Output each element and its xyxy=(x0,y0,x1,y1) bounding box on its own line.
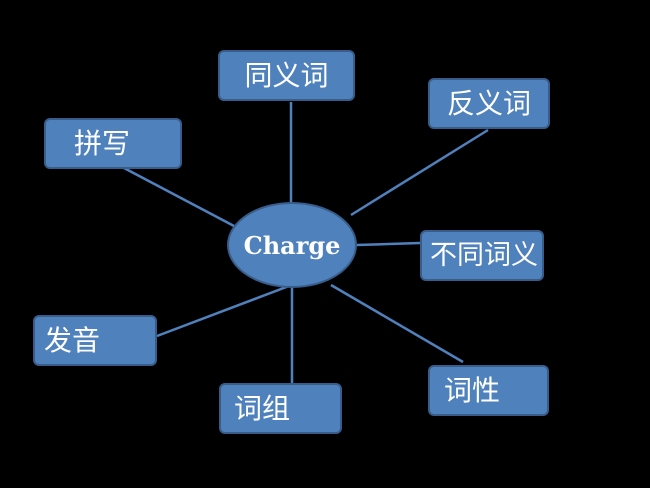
connector-antonym xyxy=(350,128,489,217)
node-spelling[interactable]: 拼写 xyxy=(44,118,182,169)
central-node[interactable]: Charge xyxy=(227,202,357,288)
node-spelling-label: 拼写 xyxy=(74,126,131,160)
node-different-meaning-label: 不同词义 xyxy=(430,240,538,271)
node-synonym-label: 同义词 xyxy=(244,58,329,92)
node-different-meaning[interactable]: 不同词义 xyxy=(420,230,544,281)
central-node-label: Charge xyxy=(243,230,341,260)
node-synonym[interactable]: 同义词 xyxy=(218,50,355,101)
node-part-of-speech-label: 词性 xyxy=(444,373,501,407)
node-part-of-speech[interactable]: 词性 xyxy=(428,365,549,416)
node-phrase[interactable]: 词组 xyxy=(219,383,342,434)
connector-pronunciation xyxy=(156,284,290,338)
node-antonym[interactable]: 反义词 xyxy=(428,78,550,129)
connector-part-of-speech xyxy=(330,283,464,364)
connector-different-meaning xyxy=(356,241,421,247)
node-antonym-label: 反义词 xyxy=(446,86,531,120)
node-pronunciation[interactable]: 发音 xyxy=(33,315,157,366)
node-phrase-label: 词组 xyxy=(234,391,291,425)
node-pronunciation-label: 发音 xyxy=(44,323,101,357)
connector-spelling xyxy=(123,166,235,228)
